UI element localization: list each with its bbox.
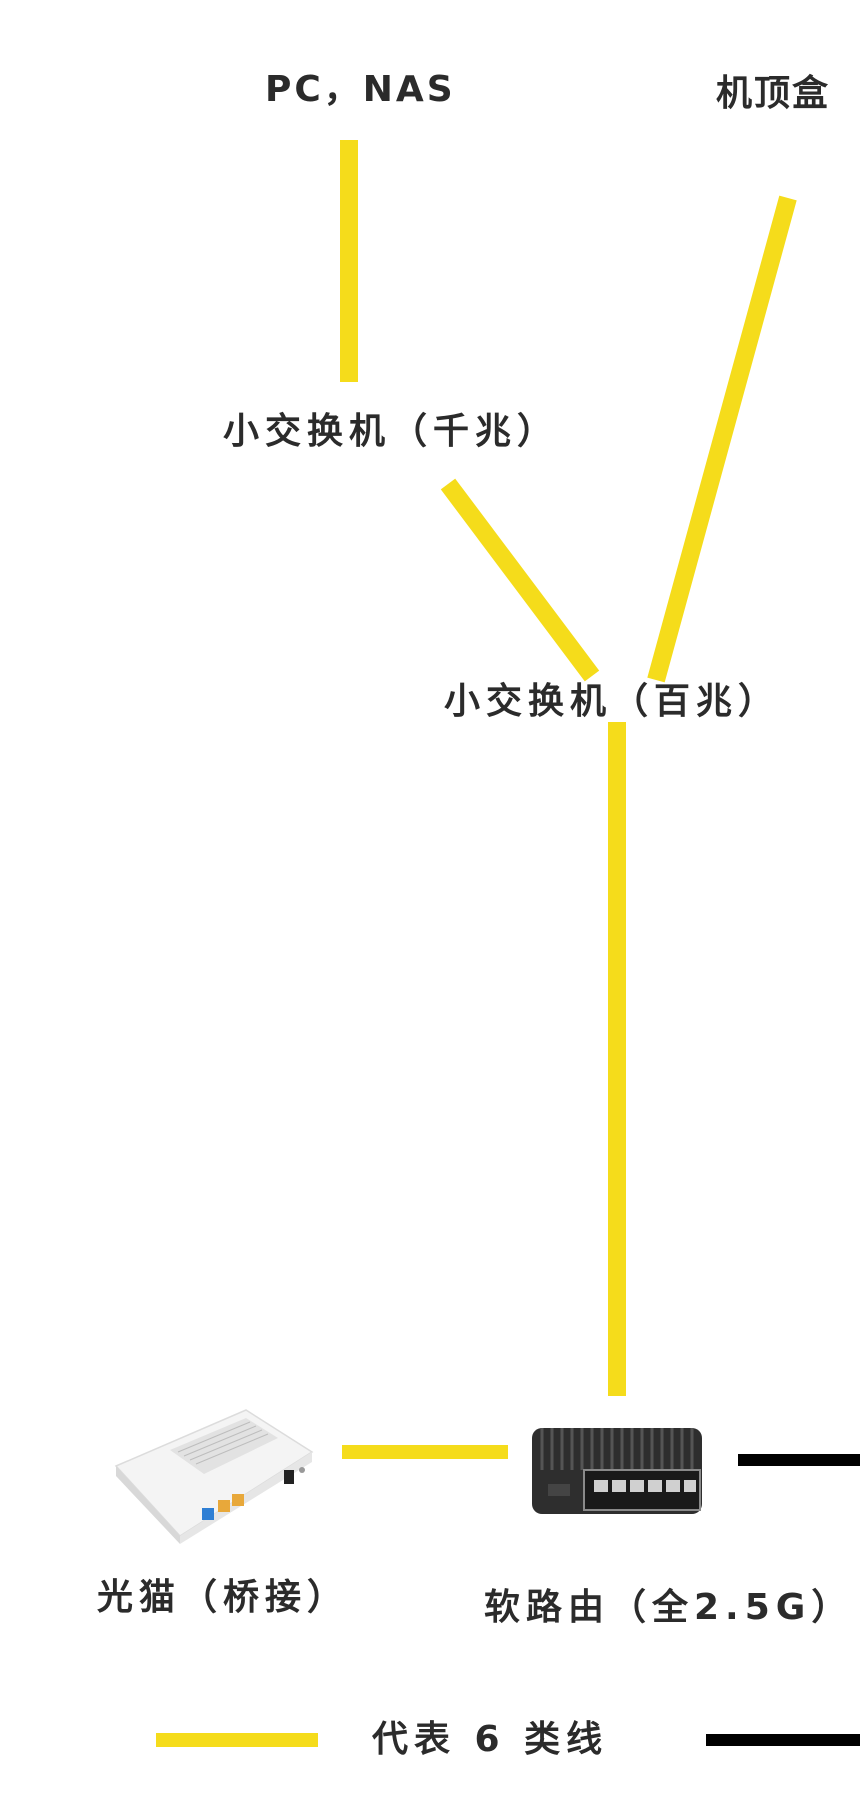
node-label-gigabit-switch: 小交换机（千兆） [223, 411, 560, 452]
link-gigabit-switch-to-fast-switch [440, 478, 600, 682]
link-stb-to-fast-switch [647, 195, 797, 683]
node-label-fast-switch: 小交换机（百兆） [444, 681, 781, 722]
optical-modem-icon [114, 1409, 314, 1544]
node-label-set-top-box: 机顶盒 [716, 73, 831, 114]
node-label-soft-router: 软路由（全2.5G） [484, 1587, 854, 1628]
soft-router-icon [532, 1428, 702, 1514]
legend-label-cat6: 代表 6 类线 [372, 1719, 609, 1760]
node-label-optical-modem: 光猫（桥接） [97, 1577, 350, 1618]
node-label-pc-nas: PC，NAS [265, 69, 456, 110]
